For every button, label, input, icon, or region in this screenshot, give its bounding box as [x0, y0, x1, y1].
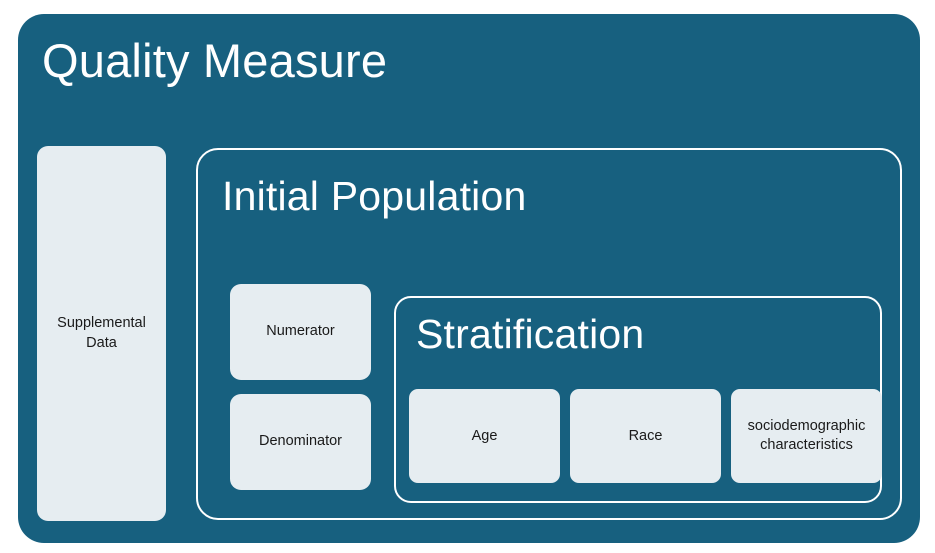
stratification-card-race: Race	[570, 389, 721, 483]
quality-measure-title: Quality Measure	[42, 34, 388, 87]
initial-population-title: Initial Population	[222, 173, 527, 219]
stratification-title: Stratification	[416, 311, 645, 357]
numerator-card: Numerator	[230, 284, 371, 380]
numerator-label: Numerator	[266, 323, 335, 340]
stratification-card-sociodemographic: sociodemographic characteristics	[731, 389, 882, 483]
stratification-container: Stratification Age Race sociodemographic…	[394, 296, 882, 503]
denominator-label: Denominator	[258, 433, 342, 450]
measure-components-stack: Numerator Denominator	[230, 284, 371, 490]
quality-measure-container: Quality Measure Supplemental Data Initia…	[18, 14, 920, 543]
stratification-card-age: Age	[409, 389, 560, 483]
supplemental-data-card: Supplemental Data	[37, 146, 166, 521]
denominator-card: Denominator	[230, 394, 371, 490]
age-label: Age	[471, 427, 498, 444]
sociodemographic-characteristics-label: sociodemographic characteristics	[747, 418, 866, 453]
supplemental-data-label: Supplemental Data	[57, 315, 146, 351]
race-label: Race	[628, 427, 663, 444]
initial-population-container: Initial Population Numerator Denominator…	[196, 148, 902, 520]
stratification-categories-row: Age Race sociodemographic characteristic…	[409, 389, 882, 483]
